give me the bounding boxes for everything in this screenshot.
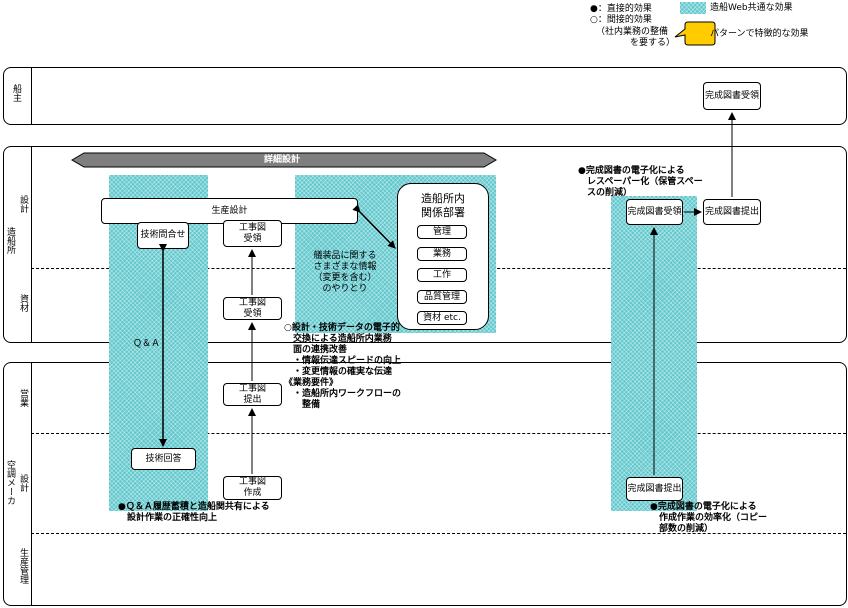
lane-maker-label: 空調メーカ: [5, 460, 15, 505]
departments-box: 造船所内 関係部署: [397, 183, 489, 330]
drawing-submit-box[interactable]: 工事図 提出: [223, 383, 282, 406]
departments-title-line2: 関係部署: [421, 206, 465, 219]
legend-common-swatch: [680, 2, 706, 14]
legend-common-label: 造船Web共通な効果: [710, 3, 793, 13]
lane-shipyard-design-label: 設計: [18, 195, 28, 213]
dept-item[interactable]: 品質管理: [417, 290, 467, 304]
dept-item[interactable]: 工作: [417, 268, 467, 282]
tech-answer-box[interactable]: 技術回答: [131, 448, 196, 470]
completion-submit-maker-label: 完成図書提出: [627, 483, 682, 494]
completion-submit-shipyard-label: 完成図書提出: [704, 206, 759, 217]
completion-receive-owner-label: 完成図書受領: [704, 90, 759, 101]
banner-label: 詳細設計: [264, 155, 301, 165]
legend-direct: ●：直接的効果: [590, 4, 652, 14]
legend-pattern-label: パターンで特徴的な効果: [710, 29, 809, 39]
tech-inquiry-box[interactable]: 技術問合せ: [137, 222, 189, 249]
dept-item-label: 資材 etc.: [423, 312, 461, 323]
drawing-receive-2-line1: 工事図: [238, 297, 266, 308]
completion-submit-maker-box[interactable]: 完成図書提出: [626, 477, 683, 501]
dept-item-label: 管理: [432, 226, 451, 237]
dept-item-label: 品質管理: [423, 291, 460, 302]
drawing-receive-1-line2: 受領: [243, 233, 262, 244]
maker-divider-2: [31, 533, 846, 534]
dept-item-label: 業務: [432, 248, 451, 259]
dept-item[interactable]: 資材 etc.: [417, 311, 467, 325]
lane-maker-sales-label: 営業: [18, 389, 28, 407]
band-completion: [611, 196, 697, 511]
drawing-submit-line1: 工事図: [238, 383, 266, 394]
production-design-box[interactable]: 生産設計: [101, 198, 358, 224]
lane-maker-production-label: 生産管理: [18, 548, 28, 584]
note-electronic-exchange: ○設計・技術データの電子的 交換による造船所内業務 面の連携改善 ・情報伝達スピ…: [284, 323, 402, 410]
legend-indirect: ○：間接的効果: [590, 15, 652, 25]
qa-label: Ｑ＆Ａ: [133, 339, 161, 349]
drawing-receive-box-2[interactable]: 工事図 受領: [223, 297, 282, 320]
lane-shipyard-material-label: 資材: [18, 294, 28, 312]
drawing-receive-2-line2: 受領: [243, 308, 262, 319]
lane-owner-label: 船主: [11, 84, 21, 102]
lane-shipyard-label: 造船所: [5, 227, 15, 254]
drawing-receive-1-line1: 工事図: [238, 222, 266, 233]
note-qa-history: ●Ｑ＆Ａ履歴蓄積と造船関共有による 設計作業の正確性向上: [118, 502, 270, 523]
completion-receive-shipyard-label: 完成図書受領: [627, 206, 682, 217]
completion-receive-owner-box[interactable]: 完成図書受領: [703, 82, 761, 110]
lane-maker-design-label: 設計: [18, 474, 28, 492]
maker-divider-1: [31, 433, 846, 434]
drawing-submit-line2: 提出: [243, 394, 262, 405]
production-design-label: 生産設計: [211, 205, 248, 216]
completion-submit-shipyard-box[interactable]: 完成図書提出: [703, 199, 761, 225]
legend-indirect-sub2: を要する）: [630, 38, 676, 48]
info-exchange-label: 艤装品に関する さまざまな情報 （変更を含む） のやりとり: [313, 251, 377, 294]
departments-title-line1: 造船所内: [421, 192, 465, 205]
note-efficiency: ●完成図書の電子化による 作成作業の効率化（コピー 部数の削減）: [650, 502, 768, 534]
dept-item-label: 工作: [432, 269, 451, 280]
drawing-receive-box-1[interactable]: 工事図 受領: [223, 220, 282, 247]
drawing-create-box[interactable]: 工事図 作成: [223, 476, 282, 500]
legend-indirect-sub1: （社内業務の整備: [596, 27, 669, 37]
dept-item[interactable]: 業務: [417, 247, 467, 261]
completion-receive-shipyard-box[interactable]: 完成図書受領: [626, 199, 683, 225]
dept-item[interactable]: 管理: [417, 225, 467, 239]
tech-inquiry-label: 技術問合せ: [140, 230, 186, 240]
drawing-create-line1: 工事図: [238, 477, 266, 487]
tech-answer-label: 技術回答: [145, 453, 182, 464]
drawing-create-line2: 作成: [243, 488, 262, 498]
note-paperless: ●完成図書の電子化による レスペーパー化（保管スペー スの削減）: [578, 166, 703, 198]
